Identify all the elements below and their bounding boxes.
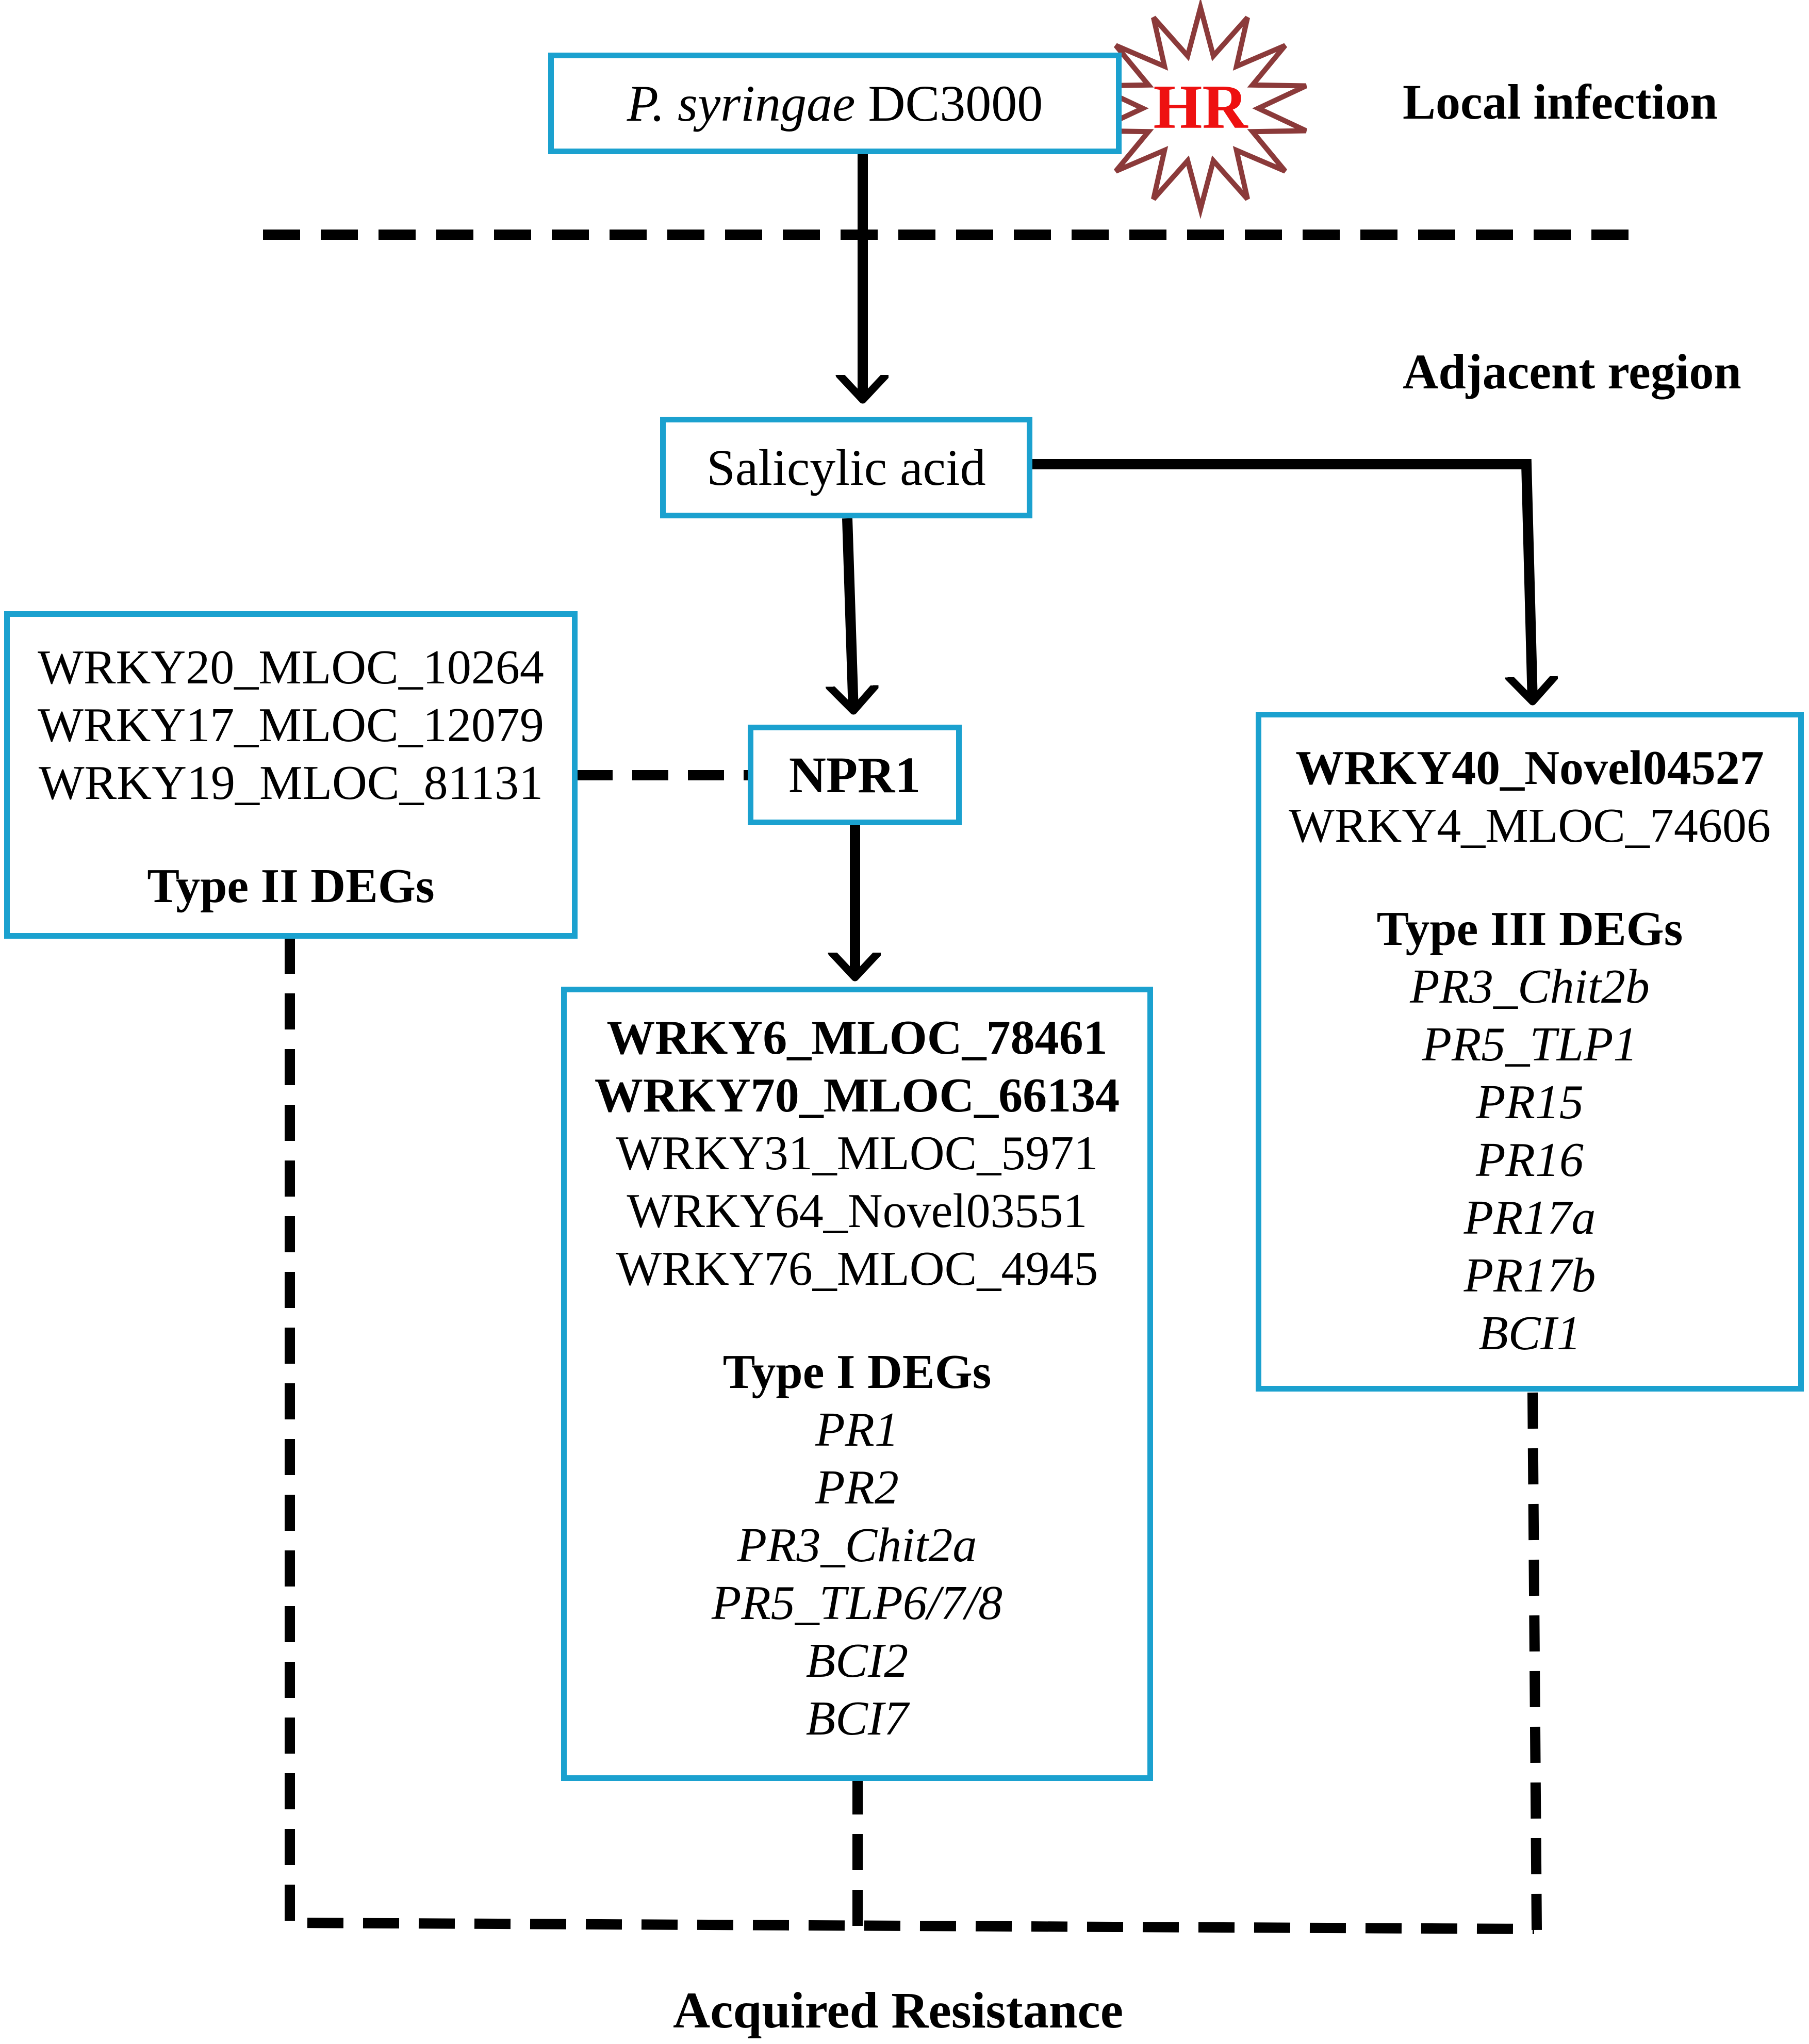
type1-pr-gene: PR5_TLP6/7/8 (711, 1576, 1003, 1630)
type1-key-gene: WRKY70_MLOC_66134 (594, 1069, 1120, 1122)
type1-gene: WRKY76_MLOC_4945 (616, 1242, 1098, 1296)
type3-pr-gene: PR17a (1463, 1191, 1596, 1245)
type2-degs-box: WRKY20_MLOC_10264 WRKY17_MLOC_12079 WRKY… (4, 611, 578, 939)
pathogen-strain: DC3000 (855, 75, 1043, 132)
type1-key-gene: WRKY6_MLOC_78461 (606, 1011, 1108, 1065)
pathogen-species: P. syringae (627, 75, 856, 132)
hr-starburst-icon (1094, 0, 1307, 219)
type3-pr-gene: BCI1 (1478, 1306, 1581, 1360)
type3-key-gene: WRKY40_Novel04527 (1295, 741, 1764, 795)
type3-pr-gene: PR3_Chit2b (1410, 960, 1650, 1013)
salicylic-acid-box: Salicylic acid (660, 417, 1032, 518)
type1-pr-gene: PR1 (815, 1403, 899, 1457)
arrow-sa-to-type3 (1030, 459, 1533, 701)
type3-pr-gene: PR5_TLP1 (1422, 1018, 1638, 1071)
type2-gene: WRKY17_MLOC_12079 (38, 698, 544, 752)
type3-gene: WRKY4_MLOC_74606 (1289, 799, 1771, 853)
type2-gene: WRKY19_MLOC_81131 (38, 756, 544, 810)
type3-degs-box: WRKY40_Novel04527 WRKY4_MLOC_74606 Type … (1256, 712, 1804, 1392)
npr1-box: NPR1 (748, 725, 962, 825)
type3-pr-gene: PR16 (1476, 1133, 1584, 1187)
type1-pr-gene: BCI2 (805, 1634, 909, 1688)
salicylic-acid-label: Salicylic acid (706, 439, 986, 496)
pathogen-box: P. syringae DC3000 (548, 53, 1122, 154)
npr1-label: NPR1 (788, 746, 921, 804)
type1-pr-gene: PR2 (815, 1461, 899, 1514)
type3-pr-gene: PR17b (1463, 1249, 1596, 1302)
type3-title: Type III DEGs (1376, 902, 1683, 956)
type1-degs-box: WRKY6_MLOC_78461 WRKY70_MLOC_66134 WRKY3… (561, 987, 1153, 1781)
type1-title: Type I DEGs (722, 1345, 992, 1399)
local-infection-label: Local infection (1403, 74, 1718, 129)
pathogen-label: P. syringae DC3000 (627, 74, 1043, 133)
type1-gene: WRKY31_MLOC_5971 (616, 1126, 1098, 1180)
acquired-resistance-label: Acquired Resistance (673, 1982, 1124, 2039)
type2-title: Type II DEGs (147, 859, 435, 913)
arrow-sa-to-npr1 (847, 518, 853, 711)
dashed-path-type3 (1527, 1392, 1542, 1931)
adjacent-region-label: Adjacent region (1403, 344, 1741, 399)
type1-gene: WRKY64_Novel03551 (627, 1184, 1088, 1238)
type3-pr-gene: PR15 (1476, 1075, 1584, 1129)
type1-pr-gene: BCI7 (805, 1692, 909, 1745)
type2-gene: WRKY20_MLOC_10264 (38, 641, 544, 694)
dashed-path-type2 (285, 938, 1535, 1934)
type1-pr-gene: PR3_Chit2a (737, 1518, 977, 1572)
hr-label: HR (1154, 72, 1249, 142)
